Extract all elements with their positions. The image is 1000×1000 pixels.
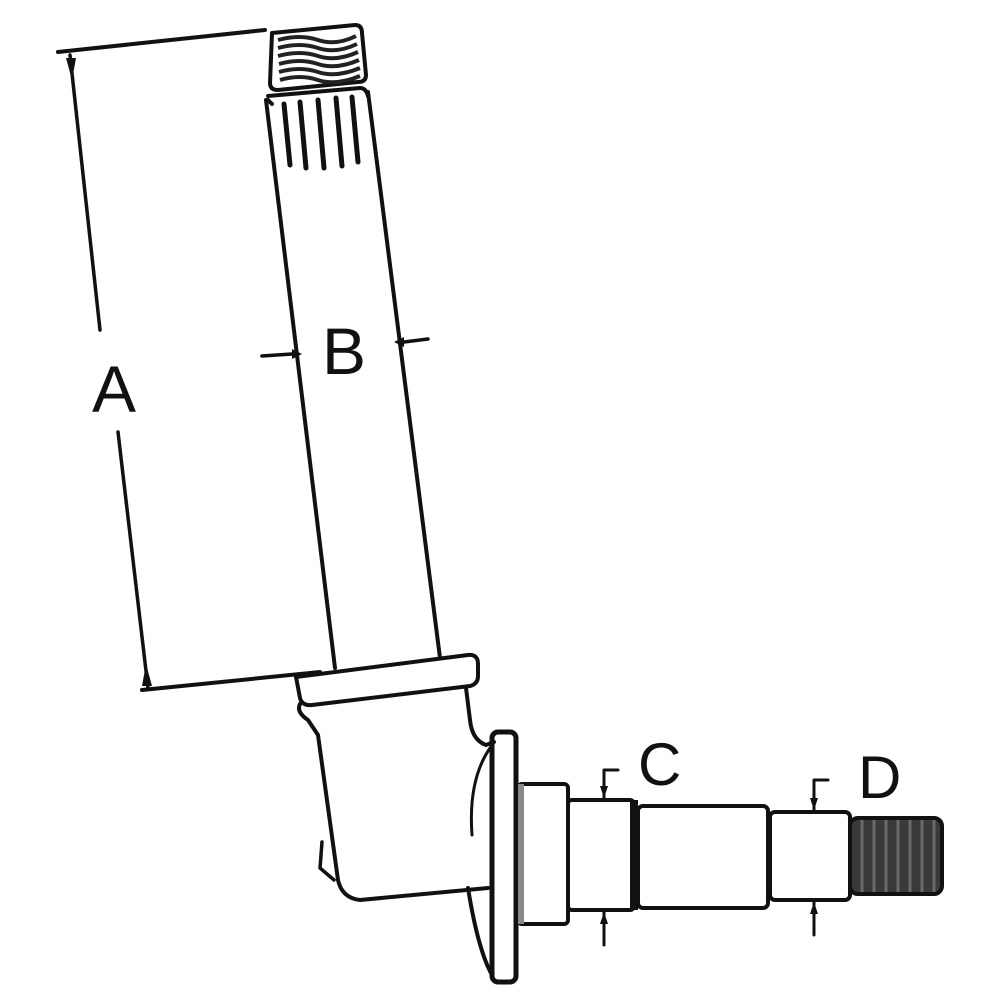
knuckle-body bbox=[297, 686, 496, 977]
collar bbox=[294, 652, 480, 708]
dimension-b bbox=[260, 337, 430, 359]
dimension-label-b: B bbox=[322, 314, 367, 388]
dimension-label-a: A bbox=[92, 352, 137, 426]
upper-shaft bbox=[264, 90, 442, 670]
dimension-label-d: D bbox=[858, 744, 902, 811]
dimension-c bbox=[600, 768, 620, 947]
threaded-top bbox=[268, 23, 368, 92]
flange bbox=[489, 729, 519, 985]
dimension-a bbox=[56, 28, 322, 692]
dimension-label-c: C bbox=[638, 731, 682, 798]
spindle-stub bbox=[516, 782, 944, 926]
dimension-d bbox=[810, 778, 830, 937]
spline-section bbox=[266, 86, 370, 171]
